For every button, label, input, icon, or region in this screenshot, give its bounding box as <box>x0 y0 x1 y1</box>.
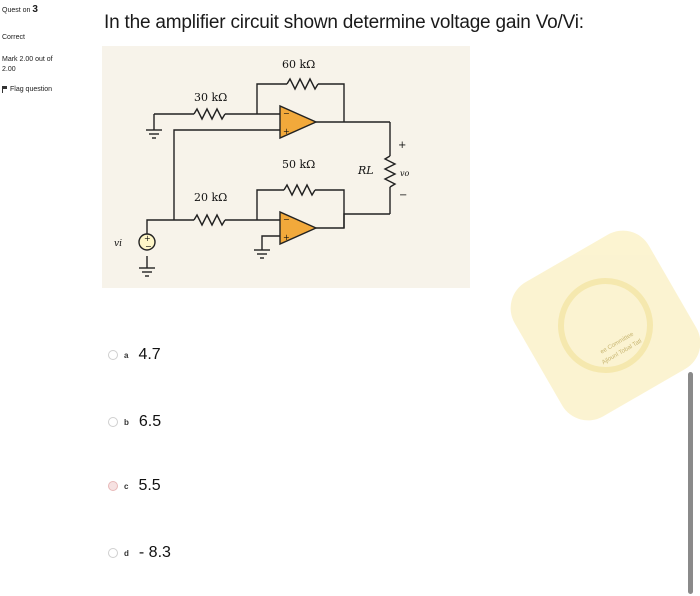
answer-letter-d: d <box>124 548 129 558</box>
question-number-value: 3 <box>32 4 38 15</box>
flag-question-label: Flag question <box>10 86 53 93</box>
voltage-source <box>138 233 156 251</box>
resistor-60k <box>286 77 319 91</box>
question-info-panel: Quest on 3 Correct Mark 2.00 out of 2.00… <box>0 0 72 110</box>
label-rl: RL <box>357 164 374 177</box>
answer-letter-a: a <box>124 350 129 360</box>
opamp-bottom <box>279 210 318 246</box>
resistor-50k <box>283 183 316 197</box>
radio-d[interactable] <box>108 548 118 558</box>
resistor-30k <box>193 107 226 121</box>
radio-a[interactable] <box>108 350 118 360</box>
label-source-plus: + <box>144 234 151 243</box>
wire-bottom-feedback-right <box>315 189 345 228</box>
answer-letter-c: c <box>124 481 129 491</box>
answer-value-d: - 8.3 <box>138 544 171 561</box>
wire-top-feedback <box>256 83 287 114</box>
wire-bottom-feedback <box>256 189 284 220</box>
wire-bottom-noninv <box>261 235 280 250</box>
resistor-rl <box>383 155 397 188</box>
question-mark: Mark 2.00 out of <box>2 56 53 63</box>
label-30k: 30 kΩ <box>194 91 227 104</box>
question-state: Correct <box>2 34 25 41</box>
resistor-20k <box>193 213 226 227</box>
question-number: Quest on 3 <box>2 4 38 15</box>
question-text: In the amplifier circuit shown determine… <box>104 12 584 33</box>
label-opamp-bottom-plus: + <box>283 233 290 242</box>
answer-letter-b: b <box>124 417 129 427</box>
label-50k: 50 kΩ <box>282 158 315 171</box>
wire-bottom-output <box>316 213 390 229</box>
label-opamp-bottom-minus: − <box>283 215 290 224</box>
watermark-ring <box>540 260 671 391</box>
answer-option-d[interactable]: d - 8.3 <box>108 542 171 564</box>
label-vo-minus: − <box>399 190 407 201</box>
answer-value-b: 6.5 <box>138 413 162 430</box>
answer-option-a[interactable]: a 4.7 <box>108 344 161 366</box>
label-vo: vo <box>400 169 410 178</box>
label-vo-plus: + <box>398 140 406 151</box>
answer-value-c: 5.5 <box>138 477 161 494</box>
opamp-top <box>279 104 318 140</box>
radio-c[interactable] <box>108 481 118 491</box>
label-source-minus: − <box>145 242 152 251</box>
question-mark-total: 2.00 <box>2 66 16 73</box>
answer-value-a: 4.7 <box>138 346 161 363</box>
answer-option-b[interactable]: b 6.5 <box>108 411 161 433</box>
label-opamp-top-plus: + <box>283 127 290 136</box>
label-vi: vi <box>114 239 122 249</box>
flag-icon <box>2 86 8 94</box>
watermark-logo: ee Committee Ajlounl Tobal Tatl <box>499 219 700 432</box>
wire-top-noninv <box>173 129 280 220</box>
label-60k: 60 kΩ <box>282 58 315 71</box>
circuit-svg: 60 kΩ 30 kΩ 50 kΩ 20 kΩ RL vi vo + − + −… <box>114 58 410 277</box>
label-opamp-top-minus: − <box>283 109 290 118</box>
radio-b[interactable] <box>108 417 118 427</box>
question-number-label: Quest on <box>2 7 31 14</box>
answer-option-c[interactable]: c 5.5 <box>108 475 161 497</box>
wire-top-feedback-right <box>318 83 345 122</box>
scrollbar[interactable] <box>688 372 693 594</box>
flag-question-link[interactable]: Flag question <box>2 86 52 94</box>
circuit-diagram: 60 kΩ 30 kΩ 50 kΩ 20 kΩ RL vi vo + − + −… <box>102 46 470 288</box>
label-20k: 20 kΩ <box>194 191 227 204</box>
